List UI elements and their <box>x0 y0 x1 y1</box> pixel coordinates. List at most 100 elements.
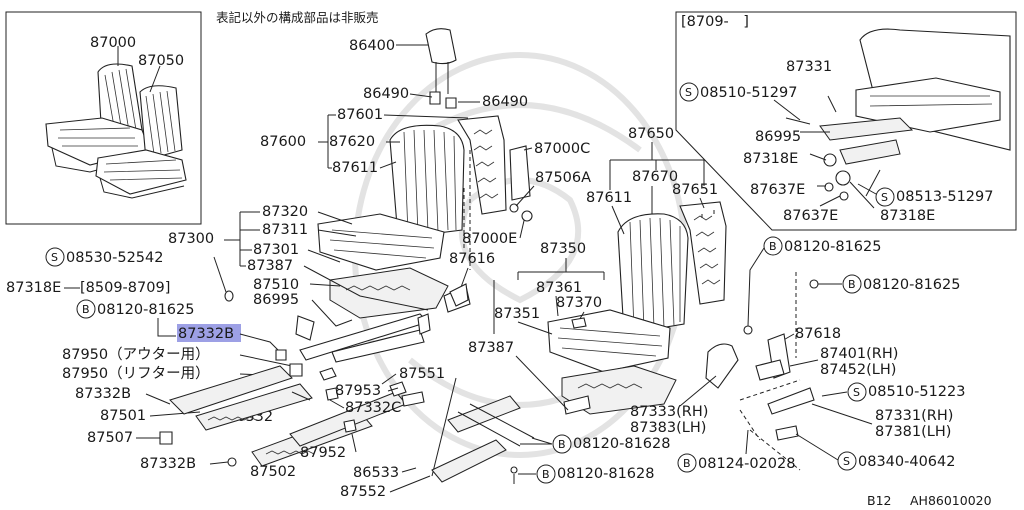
label-87507: 87507 <box>87 430 133 446</box>
label-87301: 87301 <box>253 242 299 258</box>
label-87502: 87502 <box>250 464 296 480</box>
left-seat-back <box>295 28 531 341</box>
callout-s08513-inset: S 08513-51297 <box>857 183 994 207</box>
svg-text:08510-51297: 08510-51297 <box>700 85 798 101</box>
label-87510: 87510 <box>253 277 299 293</box>
label-87637e-inset-a: 87637E <box>750 182 805 198</box>
label-87637e-inset-b: 87637E <box>783 208 838 224</box>
svg-text:B: B <box>848 278 856 291</box>
label-87370: 87370 <box>556 295 602 311</box>
label-87616: 87616 <box>449 251 495 267</box>
svg-text:B: B <box>558 438 566 451</box>
callout-s08510-inset: S 08510-51297 <box>679 82 801 121</box>
label-87601: 87601 <box>337 107 383 123</box>
label-87551: 87551 <box>399 366 445 382</box>
range-label-left: [8509-8709] <box>80 280 170 296</box>
highlight-87332b <box>177 324 241 342</box>
callout-b08120-r2: B 08120-81625 <box>795 272 961 358</box>
label-87651: 87651 <box>672 182 718 198</box>
label-87332b-b: 87332B <box>140 456 196 472</box>
svg-text:08120-81625: 08120-81625 <box>784 239 882 255</box>
label-87350: 87350 <box>540 241 586 257</box>
label-87501: 87501 <box>100 408 146 424</box>
svg-text:08124-02028: 08124-02028 <box>698 456 796 472</box>
svg-text:08530-52542: 08530-52542 <box>66 250 164 266</box>
svg-text:B: B <box>82 303 90 316</box>
label-86490-right: 86490 <box>482 94 528 110</box>
center-rails <box>431 395 535 484</box>
label-87950-lifter: 87950（リフター用） <box>62 365 210 382</box>
label-87332c: 87332C <box>345 400 401 416</box>
label-86995-left: 86995 <box>253 292 299 308</box>
svg-text:B: B <box>683 457 691 470</box>
callout-b08124: B 08124-02028 <box>677 429 796 473</box>
label-87000c: 87000C <box>534 141 590 157</box>
right-recliner <box>739 333 815 471</box>
label-87351: 87351 <box>494 306 540 322</box>
label-87318e-left: 87318E <box>6 280 61 296</box>
label-87000: 87000 <box>90 35 136 51</box>
assembly-inset <box>5 11 202 225</box>
callout-b08120-mid1: B 08120-81628 <box>520 434 671 454</box>
label-87552: 87552 <box>340 484 386 500</box>
label-86400: 86400 <box>349 38 395 54</box>
label-87300: 87300 <box>168 231 214 247</box>
range-label-top-right: [8709- ] <box>681 14 749 30</box>
callout-b08120-r1: B 08120-81625 <box>743 236 882 335</box>
svg-text:S: S <box>881 191 888 204</box>
variant-inset <box>675 11 1017 231</box>
label-87387-left: 87387 <box>247 258 293 274</box>
label-86490-left: 86490 <box>363 86 409 102</box>
svg-text:B: B <box>769 240 777 253</box>
label-87320: 87320 <box>262 204 308 220</box>
svg-text:08513-51297: 08513-51297 <box>896 189 994 205</box>
svg-text:S: S <box>51 251 58 264</box>
callout-b08120-left: B 08120-81625 <box>76 299 195 337</box>
label-87611-left: 87611 <box>332 160 378 176</box>
callout-s08510-r: S 08510-51223 <box>821 382 966 402</box>
label-87318e-inset-b: 87318E <box>880 208 935 224</box>
label-87670: 87670 <box>632 169 678 185</box>
svg-text:B: B <box>542 468 550 481</box>
label-87318e-inset-a: 87318E <box>743 151 798 167</box>
callout-s08530: S 08530-52542 <box>45 247 234 302</box>
notice-text: 表記以外の構成部品は非販売 <box>216 10 379 25</box>
svg-text:08120-81628: 08120-81628 <box>557 466 655 482</box>
svg-text:08120-81625: 08120-81625 <box>863 277 961 293</box>
label-87381lh: 87381(LH) <box>875 424 951 440</box>
label-87618: 87618 <box>795 326 841 342</box>
label-87401rh: 87401(RH) <box>820 346 898 362</box>
label-87600: 87600 <box>260 134 306 150</box>
label-87950-outer: 87950（アウター用） <box>62 346 210 363</box>
label-87050: 87050 <box>138 53 184 69</box>
label-87333rh: 87333(RH) <box>630 404 708 420</box>
label-87952: 87952 <box>300 445 346 461</box>
label-87611-right: 87611 <box>586 190 632 206</box>
label-87000e: 87000E <box>462 231 517 247</box>
label-86995-inset: 86995 <box>755 129 801 145</box>
svg-text:08120-81625: 08120-81625 <box>97 302 195 318</box>
svg-text:S: S <box>853 386 860 399</box>
svg-text:S: S <box>685 86 692 99</box>
label-87332b-a: 87332B <box>75 386 131 402</box>
label-87332b-highlight[interactable]: 87332B <box>178 326 234 342</box>
label-86533: 86533 <box>353 465 399 481</box>
svg-text:S: S <box>843 455 850 468</box>
right-seat <box>547 201 739 415</box>
label-87452lh: 87452(LH) <box>820 362 896 378</box>
svg-text:08120-81628: 08120-81628 <box>573 436 671 452</box>
label-87387-right: 87387 <box>468 340 514 356</box>
svg-text:08340-40642: 08340-40642 <box>858 454 956 470</box>
label-87331rh: 87331(RH) <box>875 408 953 424</box>
label-87361: 87361 <box>536 280 582 296</box>
label-87506a: 87506A <box>535 170 591 186</box>
label-87953: 87953 <box>335 383 381 399</box>
callout-s08340: S 08340-40642 <box>795 433 956 471</box>
footer-page: B12 <box>867 493 891 508</box>
label-87650: 87650 <box>628 126 674 142</box>
label-87311: 87311 <box>262 222 308 238</box>
label-87620: 87620 <box>329 134 375 150</box>
label-87331-inset: 87331 <box>786 59 832 75</box>
footer-code: AH86010020 <box>910 493 992 508</box>
label-87383lh: 87383(LH) <box>630 420 706 436</box>
